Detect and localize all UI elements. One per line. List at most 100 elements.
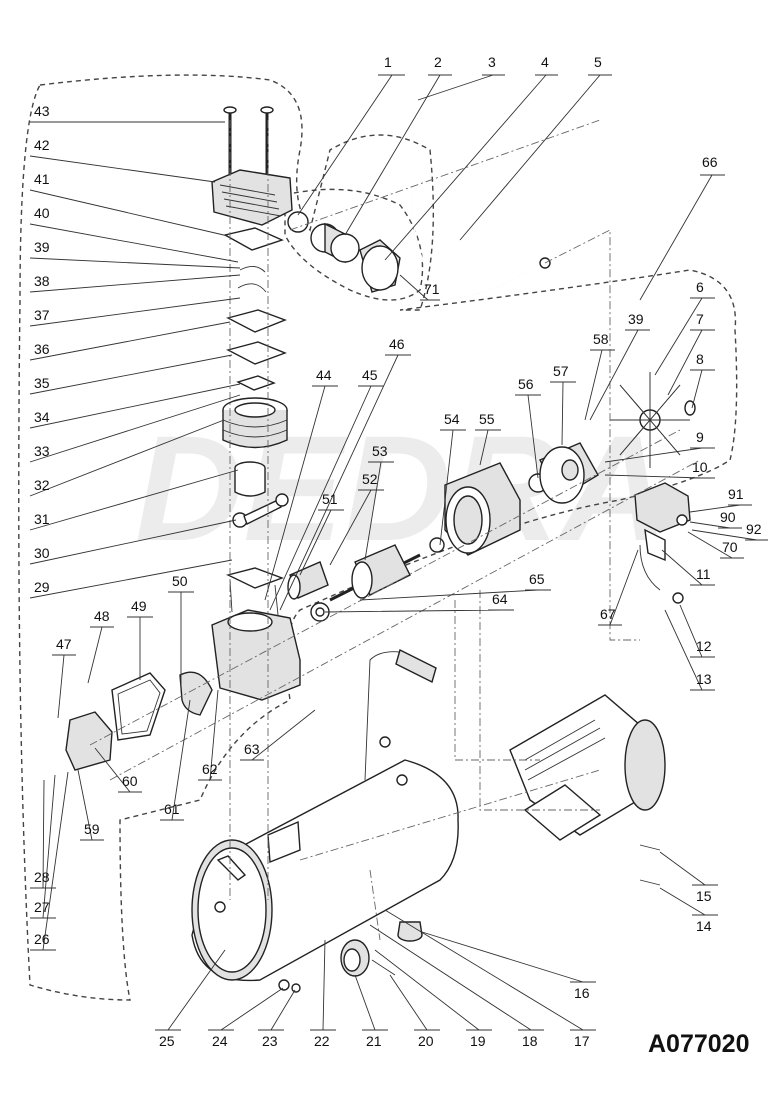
filter-housing	[359, 239, 401, 293]
crankcase-gasket	[111, 672, 166, 741]
callout: 49	[131, 598, 147, 614]
callout: 67	[600, 606, 616, 622]
watermark: DEDRA	[135, 404, 668, 572]
callout: 3	[488, 54, 496, 70]
rubber-foot	[397, 921, 423, 942]
wheel-axle	[371, 959, 396, 976]
callout: 35	[34, 375, 50, 391]
callout: 25	[159, 1033, 175, 1049]
callout: 56	[518, 376, 534, 392]
gasket-41	[223, 227, 284, 251]
cable-plug	[672, 592, 684, 604]
callout: 6	[696, 279, 704, 295]
callout: 50	[172, 573, 188, 589]
callout: 65	[529, 571, 545, 587]
connecting-rod	[232, 493, 289, 528]
callout: 12	[696, 638, 712, 654]
callout: 2	[434, 54, 442, 70]
callout: 53	[372, 443, 388, 459]
callout: 62	[202, 761, 218, 777]
callout: 7	[696, 311, 704, 327]
tank-handle	[364, 648, 437, 781]
callout: 66	[702, 154, 718, 170]
callout: 18	[522, 1033, 538, 1049]
callout: 5	[594, 54, 602, 70]
filter-boundary	[284, 188, 424, 301]
drawing-code: A077020	[648, 1030, 749, 1058]
washer-23	[291, 983, 301, 993]
callout: 92	[746, 521, 762, 537]
callout: 47	[56, 636, 72, 652]
callout: 36	[34, 341, 50, 357]
assembly-axis-lines	[89, 119, 701, 941]
motor-rotor	[329, 544, 421, 602]
valve-plate-37	[226, 309, 287, 333]
power-cable	[639, 544, 661, 591]
callout: 41	[34, 171, 50, 187]
callout: 54	[444, 411, 460, 427]
callout: 37	[34, 307, 50, 323]
callout: 27	[34, 899, 50, 915]
callout: 34	[34, 409, 50, 425]
callout: 59	[84, 821, 100, 837]
motor-bracket	[267, 820, 301, 864]
callout: 28	[34, 869, 50, 885]
callout: 43	[34, 103, 50, 119]
tank-fitting-top	[379, 736, 391, 748]
crank-counterweight	[179, 671, 213, 716]
callout: 45	[362, 367, 378, 383]
leader-lines	[29, 74, 768, 1031]
callouts-bottom: 25 24 23 22 21 20 19 18 17 16 14 15	[159, 888, 712, 1049]
callout: 8	[696, 351, 704, 367]
callout: 14	[696, 918, 712, 934]
cylinder	[222, 397, 288, 449]
capacitor	[287, 561, 329, 600]
washer-54	[429, 537, 445, 553]
callout: 19	[470, 1033, 486, 1049]
filter-cap	[287, 211, 309, 233]
part-shapes	[65, 100, 696, 993]
callout: 22	[314, 1033, 330, 1049]
callout: 55	[479, 411, 495, 427]
callout: 39	[34, 239, 50, 255]
callout: 29	[34, 579, 50, 595]
callout: 70	[722, 539, 738, 555]
pressure-switch	[634, 482, 691, 562]
callout: 4	[541, 54, 549, 70]
gasket-36	[226, 341, 287, 365]
crankcase-gasket-inner	[117, 679, 161, 735]
callout: 52	[362, 471, 378, 487]
callout: 91	[728, 486, 744, 502]
callouts-top: 1 2 3 4 5 66	[384, 54, 718, 170]
callout: 24	[212, 1033, 228, 1049]
callout: 57	[553, 363, 569, 379]
callout: 48	[94, 608, 110, 624]
callout: 71	[424, 281, 440, 297]
motor-shroud	[509, 694, 666, 841]
callout: 38	[34, 273, 50, 289]
callout: 31	[34, 511, 50, 527]
callout: 46	[389, 336, 405, 352]
callout: 20	[418, 1033, 434, 1049]
callouts-right: 6 39 58 57 7 8 56 9 10 91 90 92 70 11 67…	[518, 279, 762, 687]
callout: 1	[384, 54, 392, 70]
callout: 33	[34, 443, 50, 459]
callout: 58	[593, 331, 609, 347]
reed-valve-39	[237, 283, 267, 293]
cylinder-head	[211, 169, 293, 226]
motor-stator	[444, 462, 521, 556]
air-tank	[191, 759, 459, 982]
wheel	[340, 939, 370, 977]
delivery-pipe	[411, 100, 546, 298]
callout: 9	[696, 429, 704, 445]
callout: 26	[34, 931, 50, 947]
callout: 32	[34, 477, 50, 493]
callout: 16	[574, 985, 590, 1001]
callout: 64	[492, 591, 508, 607]
reed-valve-38	[239, 266, 266, 273]
callout: 61	[164, 801, 180, 817]
callout: 21	[366, 1033, 382, 1049]
callout: 60	[122, 773, 138, 789]
callout: 42	[34, 137, 50, 153]
